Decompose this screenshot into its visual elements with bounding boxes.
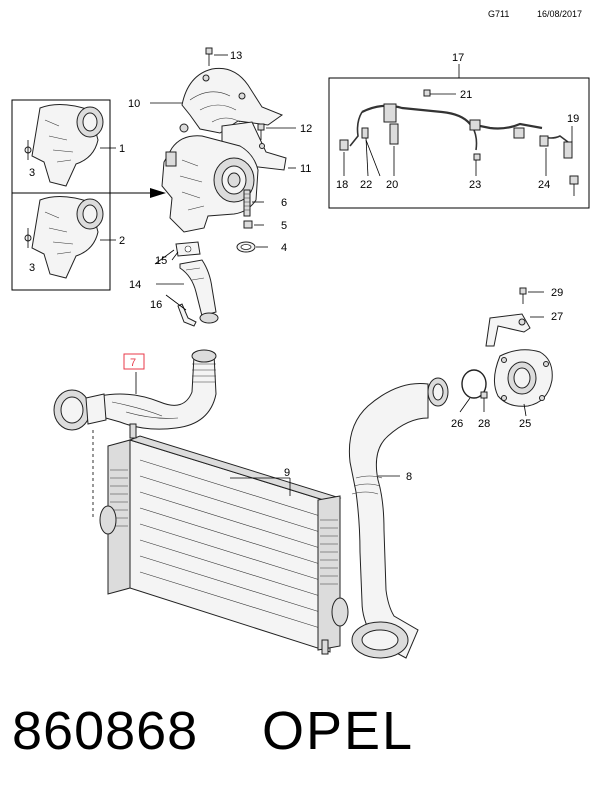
intercooler-outlet-hose-8 <box>348 377 449 659</box>
callout-6: 6 <box>281 197 287 209</box>
screw-28 <box>480 391 488 412</box>
gasket-15 <box>171 241 201 261</box>
callout-13: 13 <box>230 50 242 62</box>
diagram-code: G711 <box>488 9 510 19</box>
callout-26: 26 <box>451 418 463 430</box>
callout-18: 18 <box>336 179 348 191</box>
callout-22: 22 <box>360 179 372 191</box>
outlet-pipe-14 <box>156 259 219 324</box>
intercooler-inlet-hose-7 <box>53 349 217 431</box>
callout-3b: 3 <box>29 262 35 274</box>
callout-3a: 3 <box>29 167 35 179</box>
callout-29: 29 <box>551 287 563 299</box>
callout-10: 10 <box>128 98 140 110</box>
callout-23: 23 <box>469 179 481 191</box>
gasket-26 <box>459 369 487 413</box>
callout-25: 25 <box>519 418 531 430</box>
callout-16: 16 <box>150 299 162 311</box>
callout-28: 28 <box>478 418 490 430</box>
bolt-29 <box>519 287 544 304</box>
callout-12: 12 <box>300 123 312 135</box>
callout-11: 11 <box>300 163 311 175</box>
callout-9: 9 <box>284 467 290 479</box>
diagram-date: 16/08/2017 <box>537 9 583 19</box>
callout-21: 21 <box>460 89 472 101</box>
harness-inset <box>328 64 590 209</box>
callout-4: 4 <box>281 242 287 254</box>
intercooler-9 <box>99 423 349 655</box>
callout-24: 24 <box>538 179 550 191</box>
bracket-16 <box>165 294 197 327</box>
callout-19: 19 <box>567 113 579 125</box>
callout-8: 8 <box>406 471 412 483</box>
callout-7-highlight <box>123 353 145 370</box>
turbocharger <box>161 135 259 233</box>
bracket-27 <box>485 313 544 347</box>
callout-1: 1 <box>119 143 125 155</box>
inset-2-turbo <box>24 196 116 279</box>
callout-27: 27 <box>551 311 563 323</box>
callouts: 1 2 3 3 4 5 6 7 8 9 10 11 12 13 14 15 16… <box>29 50 579 483</box>
bolt-13 <box>205 47 228 66</box>
callout-17: 17 <box>452 52 464 64</box>
callout-20: 20 <box>386 179 398 191</box>
bolt-12 <box>257 123 296 140</box>
brand-name: OPEL <box>262 701 415 761</box>
callout-5: 5 <box>281 220 287 232</box>
nut-5 <box>243 220 264 229</box>
part-number: 860868 <box>12 701 199 761</box>
gasket-4 <box>236 241 268 253</box>
callout-14: 14 <box>129 279 141 291</box>
throttle-body-25 <box>494 349 553 417</box>
callout-15: 15 <box>155 255 167 267</box>
heat-shield <box>179 67 284 134</box>
pointer-arrow <box>12 188 166 198</box>
inset-1-turbo <box>24 104 116 187</box>
stud-6 <box>243 189 264 217</box>
callout-7: 7 <box>130 357 136 369</box>
callout-2: 2 <box>119 235 125 247</box>
leader-lines <box>154 249 175 265</box>
